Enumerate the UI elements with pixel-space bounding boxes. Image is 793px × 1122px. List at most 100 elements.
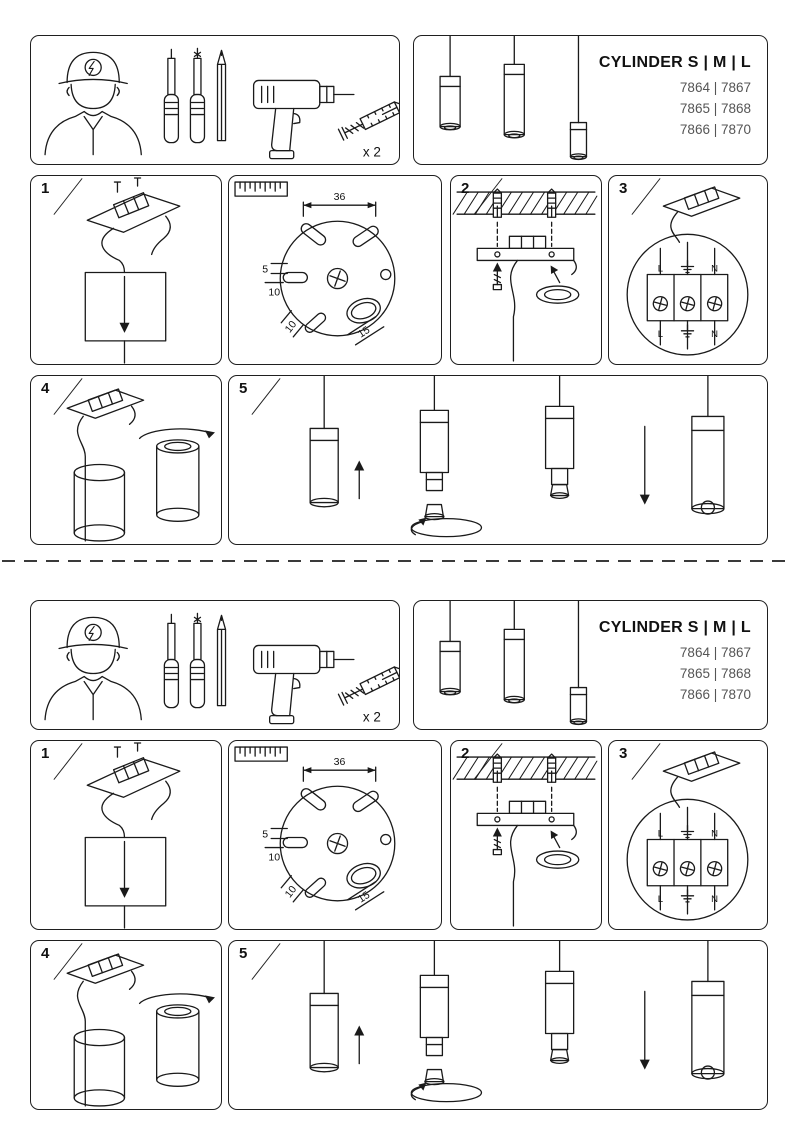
mounting-bracket: [86, 177, 181, 274]
mounting-plate: [279, 220, 396, 337]
pendant-large: [569, 36, 588, 161]
step4-illustration: [66, 388, 215, 542]
ruler-icon: [234, 181, 288, 197]
pendant-stage-1: [309, 376, 339, 508]
mounting-plate-panel: 36 5 10 15 10: [228, 175, 442, 365]
gu10-bulb: [410, 1068, 483, 1103]
dim-36-label: 36: [334, 191, 346, 203]
alignment-guides: [496, 786, 553, 813]
model-row: 7865 | 7868: [679, 101, 751, 116]
tools-panel: x 2: [30, 600, 400, 730]
mounting-bracket: [86, 742, 181, 839]
mounting-bracket: [662, 186, 741, 244]
pendant-medium: [503, 601, 525, 704]
mounting-bracket: [476, 235, 577, 276]
oval-hole: [346, 297, 381, 324]
ceiling-section: [452, 191, 598, 215]
keyhole-slot-right: [352, 790, 379, 813]
step2-number: 2: [461, 745, 470, 762]
step2-illustration: [452, 753, 598, 927]
pendant-stage-3: [544, 941, 575, 1065]
dim-5-label: 5: [262, 829, 268, 841]
product-title: CYLINDER S | M | L: [598, 54, 751, 71]
step5-illustration: [309, 376, 725, 538]
keyhole-slot-right: [352, 225, 379, 248]
wall-anchor: [492, 753, 503, 783]
pull-down-arrow: [119, 275, 130, 333]
gu10-bulb: [410, 503, 483, 538]
step4-number: 4: [41, 380, 50, 397]
product-panel: CYLINDER S | M | L 7864 | 7867 7865 | 78…: [413, 35, 768, 165]
step4-panel: 4: [30, 940, 222, 1110]
step1-illustration: [84, 177, 181, 364]
bottom-slot: [304, 877, 327, 898]
mounting-bracket: [476, 800, 577, 841]
step2-panel: 2: [450, 740, 602, 930]
center-screw: [326, 267, 349, 290]
earth-symbol: [680, 824, 695, 839]
step3-panel: 3 L N: [608, 175, 768, 365]
wall-anchor: [546, 753, 557, 783]
installer-icon: [44, 51, 142, 156]
rotation-arrow: [138, 428, 215, 440]
screw-with-arrow: [492, 262, 503, 291]
screwdriver-flat-icon: [163, 48, 180, 144]
mounting-bracket: [662, 751, 741, 809]
pull-down-arrow: [119, 840, 130, 898]
terminal-neutral-label: N: [711, 829, 718, 840]
step5-panel: 5: [228, 375, 768, 545]
step3-illustration: L N L N: [626, 751, 749, 921]
pendant-large: [569, 601, 588, 726]
pendant-stage-4: [691, 376, 725, 515]
round-hole: [380, 268, 392, 281]
detail-magnifier-circle: [626, 798, 749, 921]
slide-up-arrow: [354, 460, 365, 500]
slide-down-arrow: [639, 425, 650, 505]
wall-anchor: [492, 188, 503, 218]
pendant-stage-2: [419, 376, 450, 492]
dim-10: 10: [264, 846, 284, 864]
step3-number: 3: [619, 745, 628, 762]
model-row: 7866 | 7870: [679, 687, 751, 702]
product-panel: CYLINDER S | M | L 7864 | 7867 7865 | 78…: [413, 600, 768, 730]
step5-number: 5: [239, 945, 248, 962]
step1-number: 1: [41, 180, 50, 197]
cut-line: [0, 557, 793, 565]
terminal-live-label: L: [658, 894, 663, 905]
product-models: 7864 | 7867 7865 | 7868 7866 | 7870: [599, 77, 751, 140]
tools-illustration: x 2: [44, 612, 399, 725]
dim-15-label: 15: [356, 324, 372, 341]
screwdriver-phillips-icon: [189, 612, 206, 709]
cable: [509, 259, 519, 362]
step2-panel: 2: [450, 175, 602, 365]
dim-10-label: 10: [268, 852, 280, 864]
step5-illustration: [309, 941, 725, 1103]
alignment-guides: [496, 221, 553, 248]
pendant-stage-3: [544, 376, 575, 500]
ceiling-section: [452, 756, 598, 780]
instruction-sheet-duplicate: x 2 CYLINDER S | M | L: [0, 565, 793, 1122]
shade-cylinder-open: [73, 1028, 126, 1107]
product-title: CYLINDER S | M | L: [598, 619, 751, 636]
slide-down-arrow: [639, 990, 650, 1070]
mounting-bracket: [66, 388, 145, 425]
wall-plug-icon: [337, 101, 399, 141]
center-screw: [326, 832, 349, 855]
pendant-small: [439, 36, 461, 131]
anchor-quantity-label: x 2: [363, 710, 381, 725]
pendant-small: [439, 601, 461, 696]
earth-symbol: [680, 324, 695, 338]
terminal-neutral-label: N: [711, 894, 718, 905]
step5-number: 5: [239, 380, 248, 397]
keyhole-slot-left: [300, 223, 327, 246]
screwdriver-flat-icon: [163, 613, 180, 709]
dim-5: 5: [262, 827, 288, 841]
step1-panel: 1: [30, 740, 222, 930]
screwdriver-phillips-icon: [189, 47, 206, 144]
mounting-plate: [279, 785, 396, 902]
step4-number: 4: [41, 945, 50, 962]
terminal-block-detail: L N L N: [646, 241, 729, 350]
shade-cylinder-open: [73, 463, 126, 542]
pendant-medium: [503, 36, 525, 139]
